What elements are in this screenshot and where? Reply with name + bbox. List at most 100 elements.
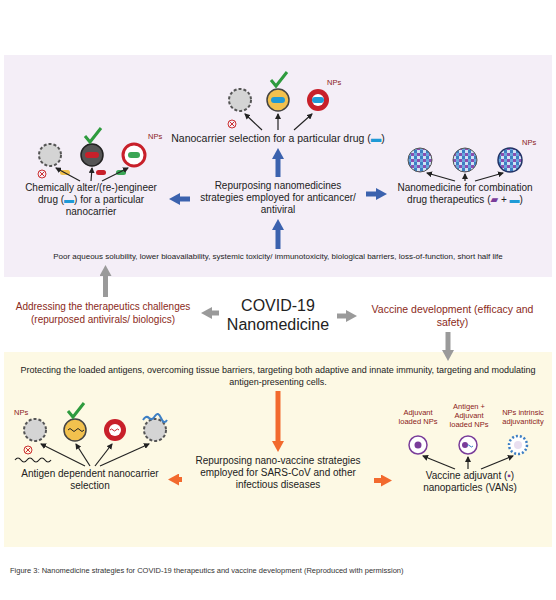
pointer-arrow xyxy=(100,444,149,466)
nanoparticle-icon xyxy=(24,419,46,441)
drug-symbol: ▰ xyxy=(490,194,498,205)
node-text: Poor aqueous solubility, lower bioavaila… xyxy=(13,252,543,262)
strategy-text: Nanomedicine for combination drug therap… xyxy=(390,182,540,206)
node-text: Vaccine adjuvant (▪) nanoparticles (VANs… xyxy=(395,470,545,494)
icon-label: NPs intrinsic adjuvanticity xyxy=(495,408,551,426)
drug-pill xyxy=(85,152,99,158)
antigen-strand xyxy=(15,458,51,462)
check-mark xyxy=(85,128,101,142)
pointer-arrow xyxy=(245,114,262,130)
flow-arrow xyxy=(276,230,281,249)
icon-label: NPs xyxy=(148,132,162,141)
drug-symbol: ▬ xyxy=(64,194,74,205)
figure-caption: Figure 3: Nanomedicine strategies for CO… xyxy=(10,566,546,575)
branch-text: Vaccine development (efficacy and safety… xyxy=(360,303,545,329)
pointer-arrow xyxy=(95,444,112,466)
flow-arrow xyxy=(276,159,281,177)
branch-text: Addressing the therapeutics challenges (… xyxy=(8,300,198,326)
nanoparticle-icon xyxy=(81,144,103,166)
nanoparticle-icon xyxy=(104,419,126,441)
nanoparticle-core xyxy=(514,441,522,449)
nanoparticle-icon xyxy=(307,89,329,111)
cross-symbol xyxy=(24,446,32,454)
pointer-arrow xyxy=(56,168,80,181)
adjuvant-dot xyxy=(415,442,422,449)
node-text: Protecting the loaded antigens, overcomi… xyxy=(20,364,536,388)
flow-arrow xyxy=(446,332,451,350)
node-text: Nanomedicine for combination drug therap… xyxy=(390,182,540,206)
nanoparticle-icon xyxy=(267,89,289,111)
cross-symbol xyxy=(230,122,235,127)
cross-symbol xyxy=(38,170,46,178)
icon-label: NPs xyxy=(327,78,341,87)
pointer-arrow xyxy=(91,168,92,181)
nanoparticle-icon xyxy=(509,436,527,454)
check-mark xyxy=(68,403,84,417)
pointer-arrow xyxy=(294,114,312,130)
pointer-arrow xyxy=(102,168,128,181)
node-text: Vaccine development (efficacy and safety… xyxy=(360,303,545,329)
pointer-arrow xyxy=(76,444,90,466)
strategy-text: Antigen dependent nanocarrier selection xyxy=(15,468,165,492)
check-mark xyxy=(271,72,287,86)
antigen-strand xyxy=(110,429,119,431)
drug-pill xyxy=(271,97,285,103)
central-title: COVID-19 Nanomedicine xyxy=(222,296,334,334)
nanoparticle-icon xyxy=(39,144,61,166)
pointer-arrow xyxy=(423,456,455,469)
therapeutics-band xyxy=(4,55,552,277)
pointer-arrow xyxy=(481,456,513,469)
pointer-arrow xyxy=(475,173,503,181)
nanoparticle-icon xyxy=(229,89,251,111)
nanoparticle-icon xyxy=(459,436,477,454)
challenge-text: Poor aqueous solubility, lower bioavaila… xyxy=(13,252,543,262)
flow-arrow xyxy=(103,276,108,297)
icon-label: NPs xyxy=(522,138,536,147)
nanoparticle-icon xyxy=(64,419,86,441)
flow-arrow xyxy=(179,477,182,482)
nanoparticle-icon xyxy=(498,148,522,172)
icon-label: NPs xyxy=(14,408,28,417)
strategy-text: Vaccine adjuvant (▪) nanoparticles (VANs… xyxy=(395,470,545,494)
drug-pill xyxy=(116,170,126,175)
strategy-text: Nanocarrier selection for a particular d… xyxy=(148,132,408,145)
drug-pill xyxy=(312,97,324,103)
flow-arrow xyxy=(212,311,219,316)
pointer-arrow xyxy=(277,114,278,130)
node-text: Repurposing nanomedicines strategies emp… xyxy=(193,180,363,216)
nanoparticle-icon xyxy=(409,436,427,454)
drug-symbol: ▪ xyxy=(507,470,511,481)
node-text: Antigen dependent nanocarrier selection xyxy=(15,468,165,492)
vaccine-band xyxy=(4,352,552,547)
challenge-text: Protecting the loaded antigens, overcomi… xyxy=(20,364,536,388)
strategy-text: Chemically alter/(re-)engineer drug (▬) … xyxy=(16,182,166,218)
nanoparticle-icon xyxy=(123,144,145,166)
pointer-arrow xyxy=(467,457,468,469)
cross-symbol xyxy=(228,120,236,128)
node-text: Repurposing nano-vaccine strategies empl… xyxy=(185,455,371,491)
adjuvant-dot xyxy=(462,442,468,448)
drug-pill xyxy=(96,170,106,175)
nanoparticle-icon xyxy=(453,148,477,172)
antigen-strand xyxy=(143,414,167,422)
cross-symbol xyxy=(40,172,45,177)
flow-arrow xyxy=(337,314,346,319)
node-text: Chemically alter/(re-)engineer drug (▬) … xyxy=(16,182,166,218)
node-text: Nanocarrier selection for a particular d… xyxy=(148,132,408,145)
drug-pill xyxy=(128,152,140,158)
icon-label: Antigen + Adjuvant loaded NPs xyxy=(443,402,495,429)
icon-label: Adjuvant loaded NPs xyxy=(394,408,442,426)
hub-text: Repurposing nanomedicines strategies emp… xyxy=(193,180,363,216)
flow-arrow xyxy=(276,391,281,441)
flow-arrow xyxy=(180,197,190,202)
pointer-arrow xyxy=(427,173,455,181)
drug-symbol: ▬ xyxy=(510,194,520,205)
hub-text: Repurposing nano-vaccine strategies empl… xyxy=(185,455,371,491)
antigen-strand xyxy=(68,429,84,432)
flow-arrow xyxy=(374,478,381,483)
nanoparticle-icon xyxy=(408,148,432,172)
nanoparticle-core xyxy=(109,424,121,436)
node-text: COVID-19 Nanomedicine xyxy=(222,296,334,334)
node-text: Addressing the therapeutics challenges (… xyxy=(8,300,198,326)
flow-arrow xyxy=(366,192,376,197)
